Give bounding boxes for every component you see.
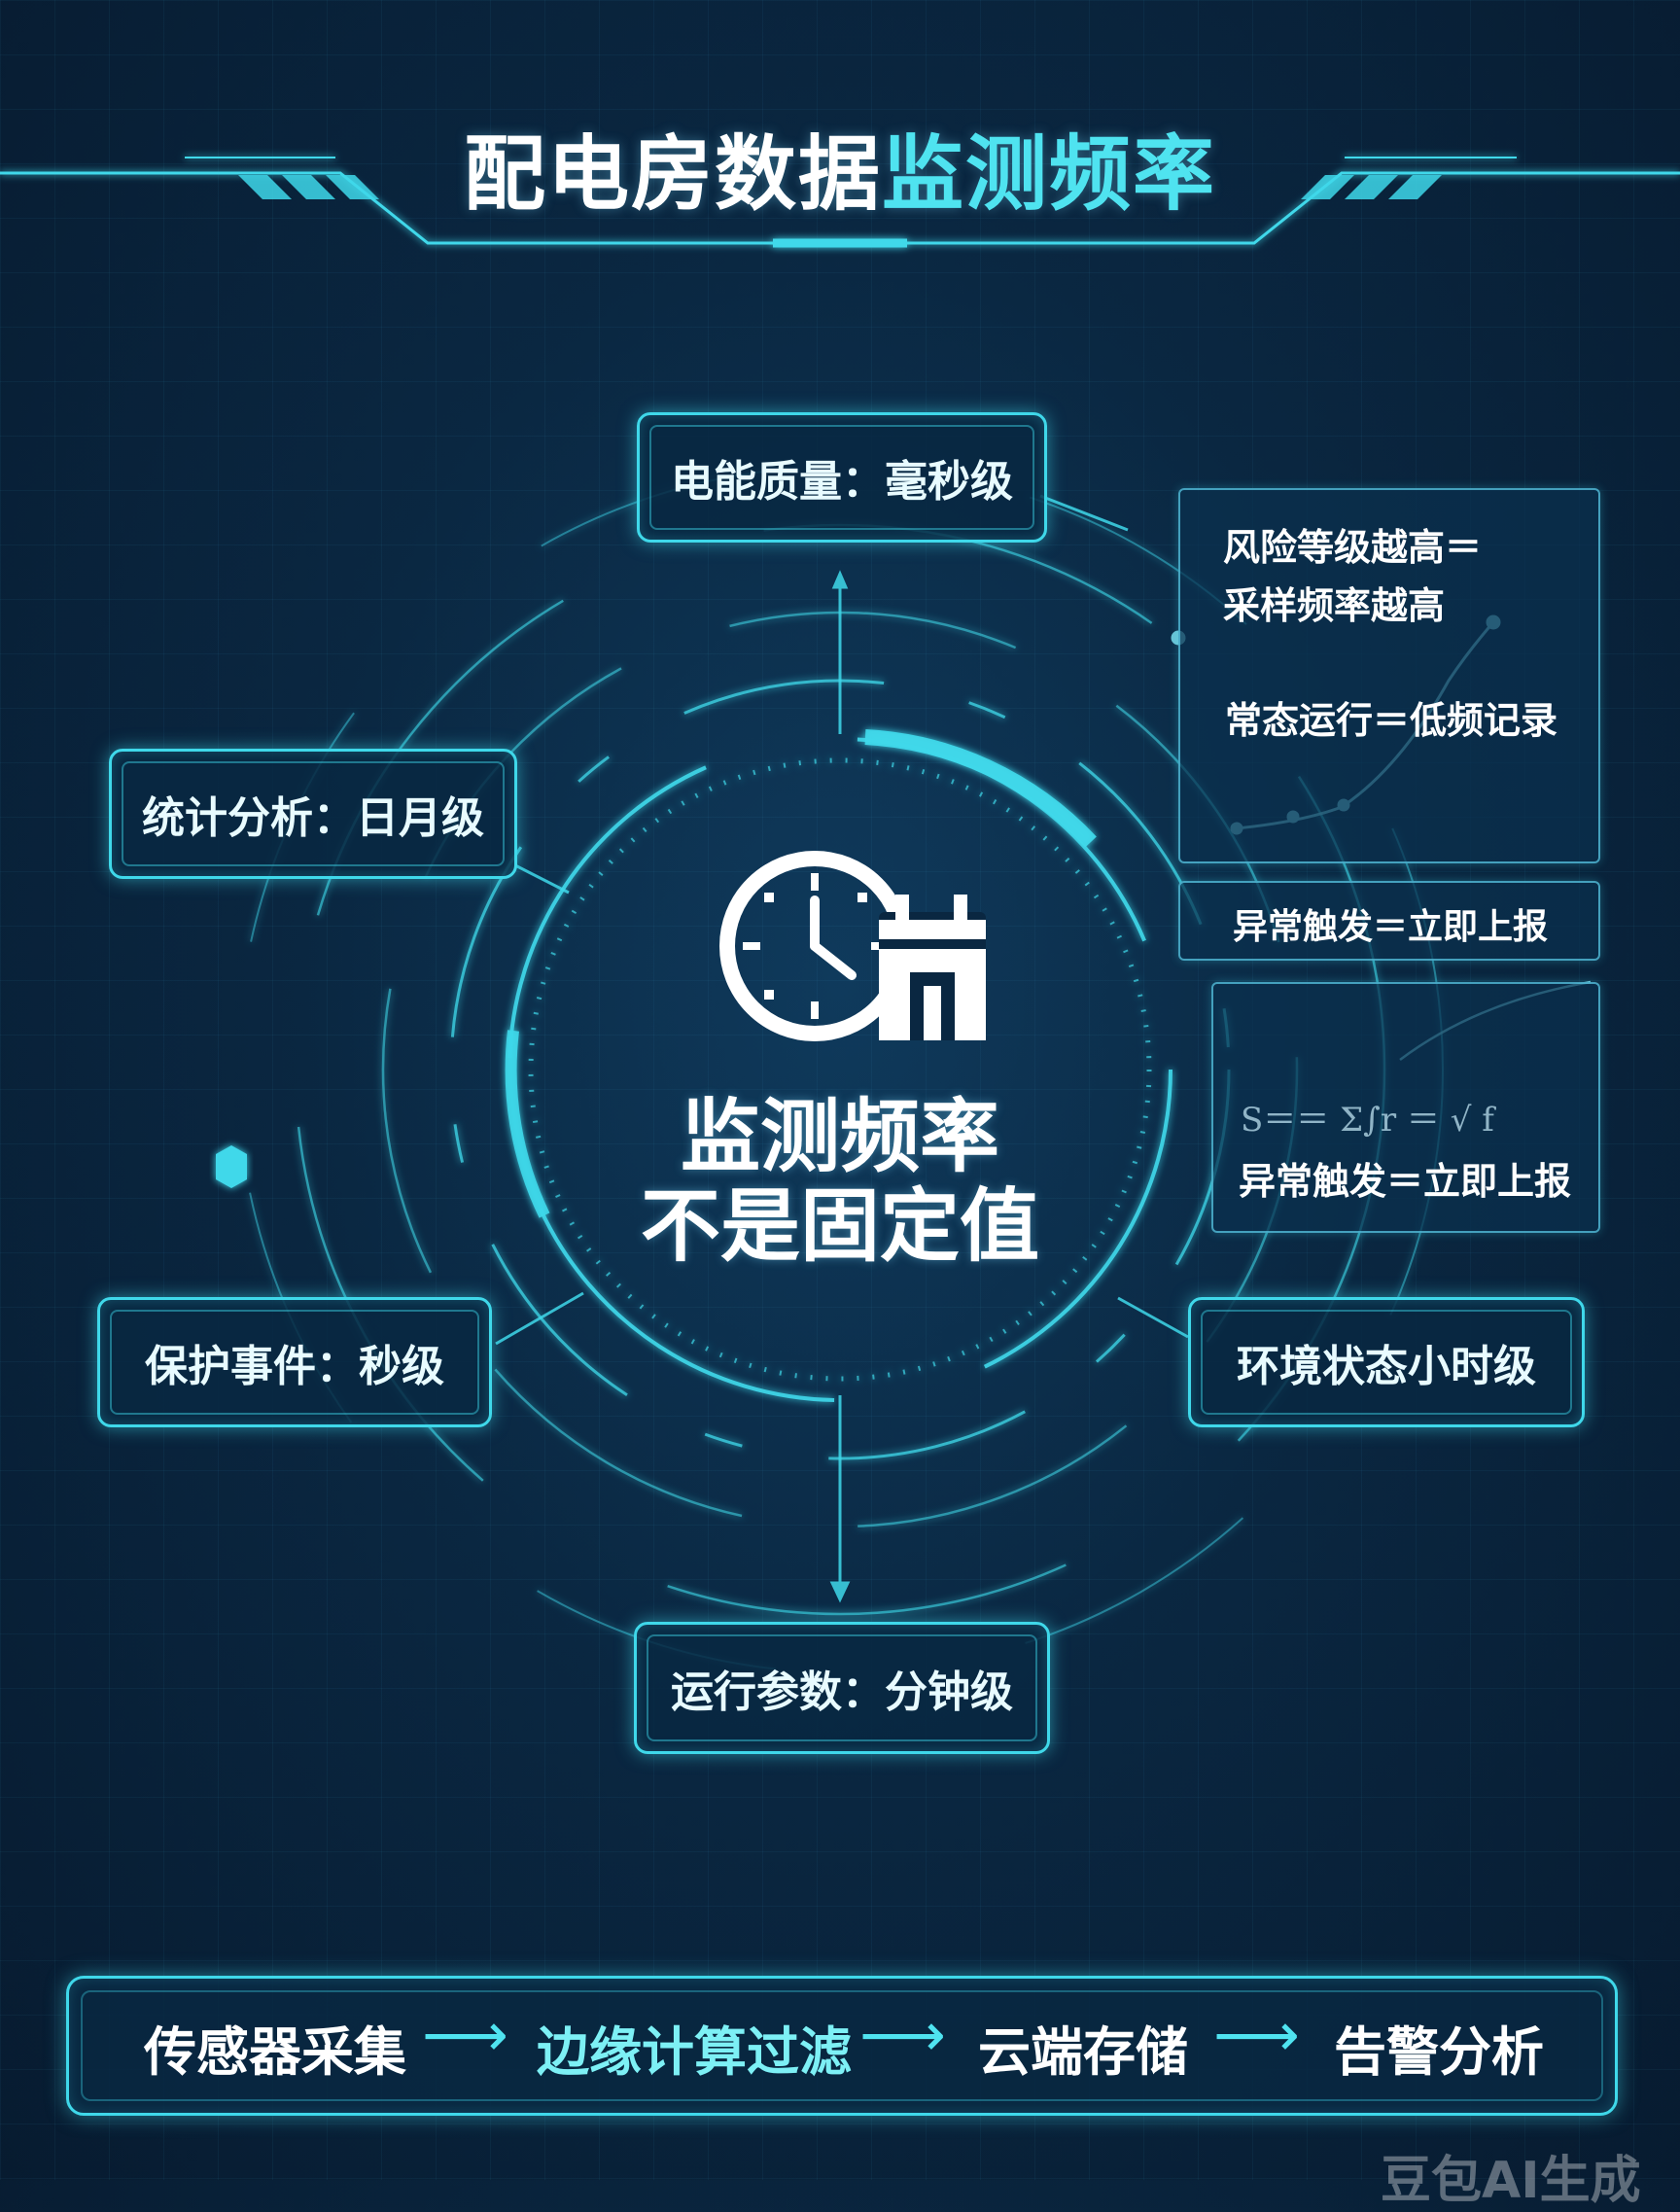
abnormal-rule-panel [1178, 881, 1600, 961]
abnormal-rule: 异常触发＝立即上报 [1233, 907, 1549, 947]
formula-panel-rule: 异常触发＝立即上报 [1239, 1160, 1572, 1203]
formula-panel [1211, 982, 1600, 1233]
center-line-1: 监测频率 [680, 1091, 999, 1183]
connector-lines [495, 494, 1189, 1603]
arrow-right-icon: ⟶ [859, 1999, 946, 2070]
pipeline-step-alarm: 告警分析 [1334, 2021, 1544, 2083]
node-statistical-analysis: 统计分析：日月级 [109, 749, 517, 879]
node-power-quality: 电能质量：毫秒级 [637, 412, 1047, 543]
normal-rule: 常态运行＝低频记录 [1225, 699, 1558, 742]
page-title: 配电房数据监测频率 [0, 109, 1680, 227]
title-frame-slashes [238, 175, 1442, 199]
risk-rule-panel [1178, 488, 1600, 863]
clock-calendar-icon [719, 851, 986, 1041]
risk-rule-line-2: 采样频率越高 [1223, 584, 1446, 627]
title-part-1: 配电房数据 [463, 126, 882, 222]
pipeline-step-sensor: 传感器采集 [144, 2021, 406, 2083]
node-protection-events: 保护事件：秒级 [97, 1297, 492, 1427]
watermark: 豆包AI生成 [1381, 2152, 1641, 2210]
pipeline-step-cloud: 云端存储 [978, 2021, 1188, 2083]
risk-rule-line-1: 风险等级越高＝ [1223, 526, 1483, 569]
arrow-right-icon: ⟶ [422, 1999, 508, 2070]
node-environment-status: 环境状态小时级 [1188, 1297, 1585, 1427]
title-frame [0, 157, 1680, 248]
formula-text: S＝＝ Σ∫r ＝ √ f [1241, 1101, 1494, 1140]
hex-marker [216, 1145, 247, 1188]
node-operating-parameters: 运行参数：分钟级 [634, 1622, 1050, 1754]
arrow-right-icon: ⟶ [1213, 1999, 1300, 2070]
pipeline-step-edge: 边缘计算过滤 [537, 2021, 852, 2083]
title-part-2: 监测频率 [882, 126, 1217, 222]
center-line-2: 不是固定值 [640, 1180, 1039, 1273]
data-pipeline-bar [66, 1976, 1618, 2116]
